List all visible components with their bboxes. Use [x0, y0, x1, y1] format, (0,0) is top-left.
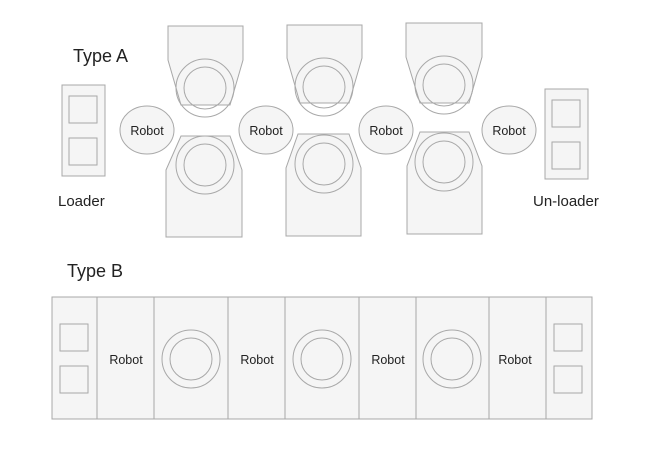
robot-node: Robot	[238, 105, 294, 155]
process-chamber	[292, 329, 352, 389]
process-chamber	[167, 25, 244, 118]
robot-label: Robot	[492, 124, 526, 138]
process-chamber	[285, 133, 362, 237]
process-chamber	[405, 22, 483, 115]
type-a-title: Type A	[73, 46, 128, 66]
loader-station	[59, 323, 89, 394]
linear-cluster	[51, 296, 593, 420]
robot-label: Robot	[130, 124, 164, 138]
robot-node: Robot	[481, 105, 537, 155]
process-chamber	[161, 329, 221, 389]
unloader-station	[544, 88, 589, 180]
robot-label: Robot	[371, 353, 405, 367]
robot-label: Robot	[109, 353, 143, 367]
unloader-label: Un-loader	[533, 193, 599, 210]
robot-label: Robot	[240, 353, 274, 367]
unloader-station	[553, 323, 583, 394]
process-chamber	[422, 329, 482, 389]
robot-node: Robot	[119, 105, 175, 155]
loader-label: Loader	[58, 193, 105, 210]
robot-label: Robot	[498, 353, 532, 367]
robot-label: Robot	[249, 124, 283, 138]
robot-label: Robot	[369, 124, 403, 138]
type-b-title: Type B	[67, 261, 123, 281]
process-chamber	[406, 131, 483, 235]
loader-station	[61, 84, 106, 177]
robot-node: Robot	[358, 105, 414, 155]
process-chamber	[165, 135, 243, 238]
process-chamber	[286, 24, 363, 117]
